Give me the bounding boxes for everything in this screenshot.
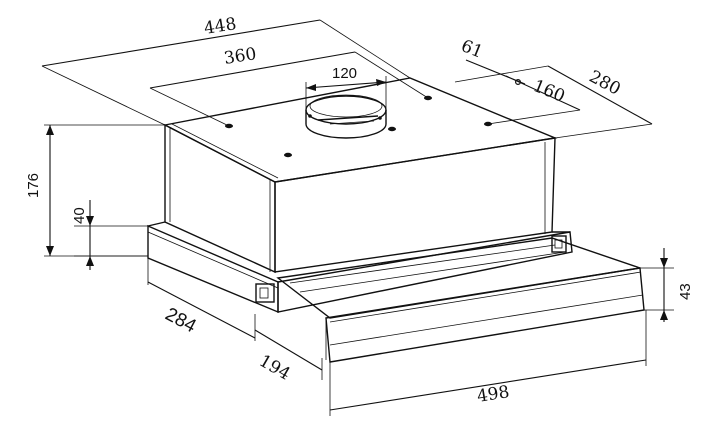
duct-collar	[305, 94, 387, 139]
dim-448: 448	[41, 14, 411, 126]
right-switch-box	[551, 235, 567, 253]
dim-160-label: 160	[530, 76, 568, 107]
dim-160: 160	[487, 75, 581, 125]
dim-176: 176	[25, 124, 165, 257]
hood-body	[162, 77, 558, 274]
dim-360-label: 360	[223, 44, 258, 69]
dim-43: 43	[640, 248, 694, 322]
drawer	[276, 237, 645, 363]
dim-40: 40	[71, 200, 148, 270]
dim-40-label: 40	[71, 207, 88, 224]
dim-120-label: 120	[332, 65, 357, 82]
base-frame	[147, 221, 573, 314]
dim-498: 498	[329, 310, 647, 416]
mounting-holes	[225, 78, 521, 158]
dim-43-label: 43	[677, 283, 694, 300]
dim-61-label: 61	[458, 36, 486, 63]
dim-176-label: 176	[25, 173, 42, 198]
dim-61: 61	[458, 36, 526, 85]
dim-284-label: 284	[162, 304, 200, 338]
dim-194: 194	[254, 329, 323, 385]
dim-284: 284	[147, 258, 256, 341]
dim-498-label: 498	[476, 382, 511, 407]
dim-120: 120	[305, 65, 387, 110]
dim-280-label: 280	[586, 67, 624, 100]
left-face	[164, 123, 276, 274]
dim-448-label: 448	[203, 14, 238, 39]
dim-194-label: 194	[256, 351, 294, 385]
top-face	[162, 77, 558, 183]
right-face	[274, 137, 556, 273]
left-switch-box	[255, 283, 275, 303]
